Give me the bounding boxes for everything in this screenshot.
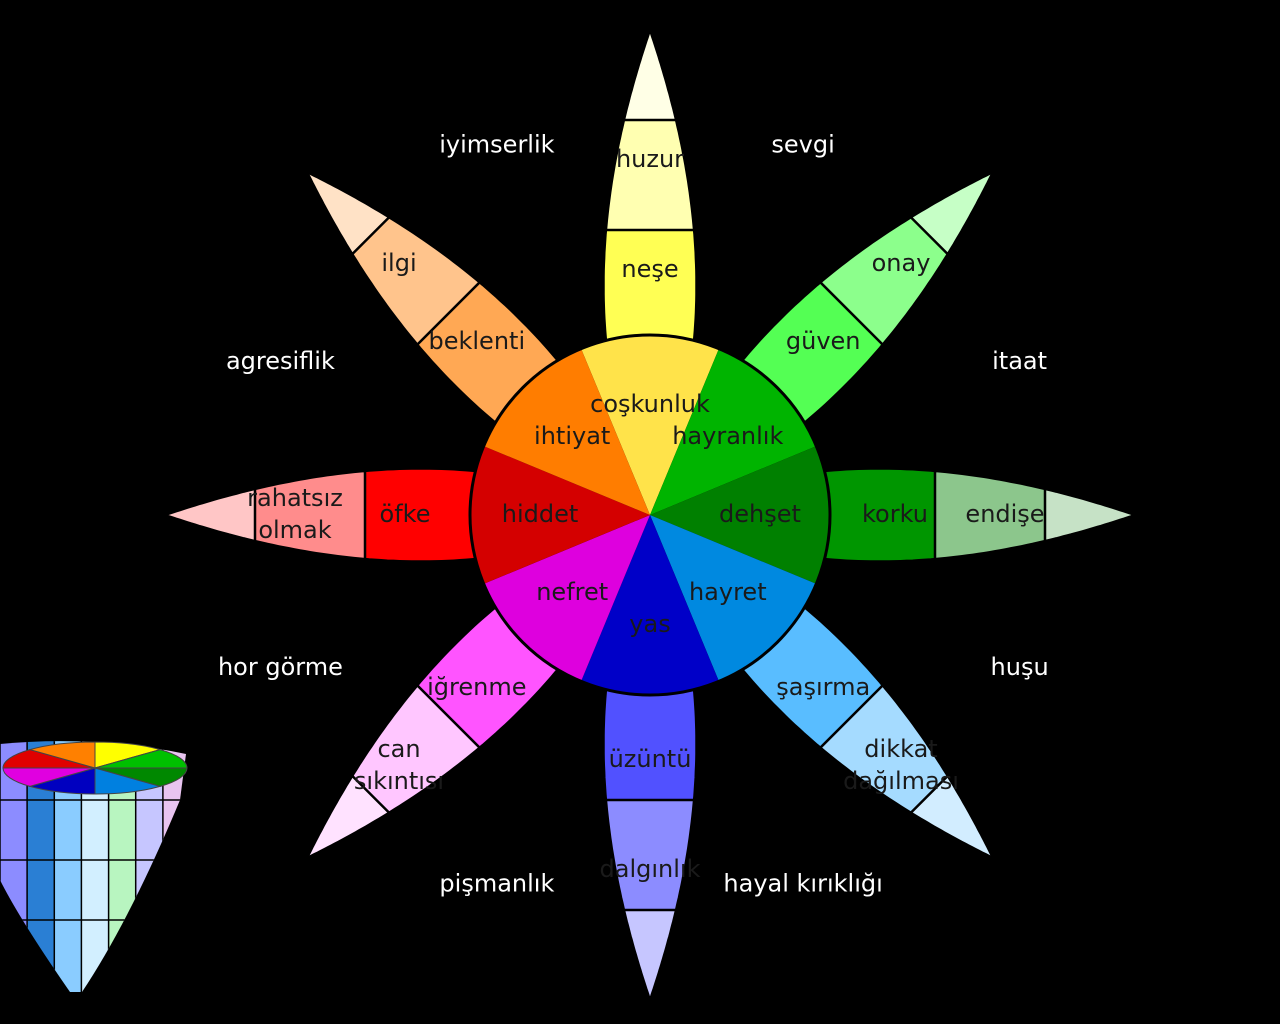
petal-trust-middle-label: güven xyxy=(786,327,861,355)
petal-surprise-outer-label: dikkat dağılması xyxy=(843,735,959,795)
petal-joy xyxy=(602,26,698,357)
petal-disgust-outer-label-line: sıkıntısı xyxy=(354,767,444,795)
dyad-label: hayal kırıklığı xyxy=(723,870,882,898)
petal-disgust-outer-label: can sıkıntısı xyxy=(354,735,444,795)
petal-anger-outer-label-line: olmak xyxy=(258,516,331,544)
cone-top-wedge xyxy=(2,749,96,769)
petal-joy-middle-label: neşe xyxy=(621,255,678,283)
dyad-label: iyimserlik xyxy=(439,130,554,158)
petal-fear-tip-band xyxy=(1043,487,1139,543)
cone-top-wedge xyxy=(2,767,96,787)
petal-surprise-outer-label-line: dikkat xyxy=(864,735,937,763)
petal-anger xyxy=(161,467,492,563)
petal-anger-middle-label: öfke xyxy=(380,500,431,528)
dyad-label: huşu xyxy=(991,653,1049,681)
petal-fear xyxy=(808,467,1139,563)
petal-surprise-tip-band xyxy=(908,773,996,861)
petal-anticipation-outer-label: ilgi xyxy=(381,249,416,277)
petal-sadness-inner-label: yas xyxy=(629,610,670,638)
center-circle-outline xyxy=(468,333,832,697)
petal-disgust-outer-label-line: can xyxy=(377,735,420,763)
center-wedge-trust xyxy=(650,348,817,515)
petal-anticipation-tip-band xyxy=(304,169,392,257)
petal-sadness-outer-label: dalgınlık xyxy=(600,855,701,883)
center-wedge-fear xyxy=(650,446,831,584)
cone-top-wedge xyxy=(94,767,188,787)
center-wedge-joy xyxy=(581,334,719,515)
petal-trust-outer-label: onay xyxy=(872,249,931,277)
dyad-label: itaat xyxy=(992,347,1047,375)
center-wedge-sadness xyxy=(581,515,719,696)
petal-sadness-tip-band xyxy=(622,908,678,1004)
petal-sadness xyxy=(602,673,698,1004)
center-wedge-disgust xyxy=(483,515,650,682)
petal-surprise-outer-label-line: dağılması xyxy=(843,767,959,795)
center-wedge-anger xyxy=(469,446,650,584)
petal-anger-outer-label-line: rahatsız xyxy=(247,484,343,512)
petal-disgust-tip-band xyxy=(304,773,392,861)
dyad-label: agresiflik xyxy=(226,347,335,375)
petal-anticipation-middle-label: beklenti xyxy=(428,327,525,355)
petal-anticipation-inner-label: ihtiyat xyxy=(534,422,610,450)
petal-joy-outer-label: huzur xyxy=(616,145,684,173)
dyad-label: pişmanlık xyxy=(439,870,554,898)
petal-anger-tip-band xyxy=(161,487,257,543)
petal-joy-inner-label: coşkunluk xyxy=(590,390,710,418)
cone-top-wedge xyxy=(28,741,96,769)
petal-fear-outer-label: endişe xyxy=(965,500,1044,528)
dyads-layer: sevgi itaat huşu hayal kırıklığı pişmanlık ho… xyxy=(218,130,1049,897)
cone-top-wedge xyxy=(94,741,162,769)
petal-disgust-middle-label: iğrenme xyxy=(427,673,526,701)
labels-layer: coşkunluk neşe huzur hayranlık güven onay dehş… xyxy=(247,145,1044,883)
dyad-label: sevgi xyxy=(771,130,834,158)
petal-surprise-middle-label: şaşırma xyxy=(776,673,870,701)
petal-joy-tip-band xyxy=(622,26,678,122)
dyad-label: hor görme xyxy=(218,653,343,681)
petal-fear-middle-label: korku xyxy=(862,500,928,528)
petal-fear-inner-label: dehşet xyxy=(719,500,801,528)
center-circle-layer xyxy=(468,333,832,697)
cone-top-wedge xyxy=(94,749,188,769)
petal-anger-outer-label: rahatsız olmak xyxy=(247,484,343,544)
petal-anger-inner-label: hiddet xyxy=(502,500,579,528)
petal-surprise-inner-label: hayret xyxy=(689,578,767,606)
cone-illustration xyxy=(0,741,188,992)
petal-disgust-inner-label: nefret xyxy=(536,578,608,606)
petal-trust-tip-band xyxy=(908,169,996,257)
petal-sadness-middle-label: üzüntü xyxy=(609,745,692,773)
petal-trust-inner-label: hayranlık xyxy=(672,422,783,450)
cone-top-wedge xyxy=(28,767,96,795)
cone-top-wedge xyxy=(94,767,162,795)
center-wedge-anticipation xyxy=(483,348,650,515)
petals-layer xyxy=(161,26,1139,1004)
center-wedge-surprise xyxy=(650,515,817,682)
